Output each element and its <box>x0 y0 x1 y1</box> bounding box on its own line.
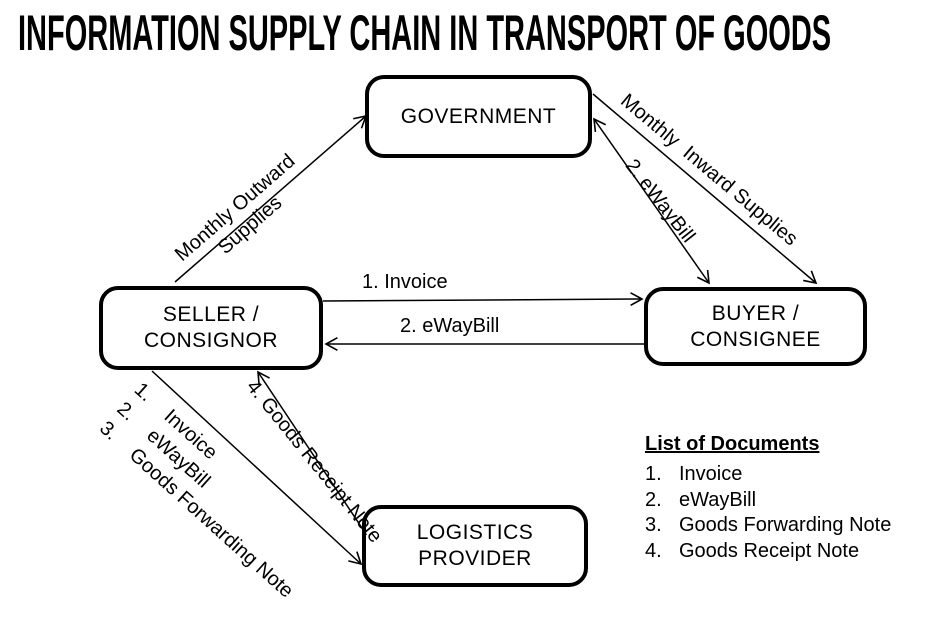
node-government: GOVERNMENT <box>365 75 592 158</box>
list-item-number: 2. <box>645 488 662 511</box>
list-item-number: 4. <box>645 539 662 562</box>
node-government-label: GOVERNMENT <box>400 104 557 128</box>
node-logistics-provider: LOGISTICS PROVIDER <box>362 505 588 587</box>
list-item: 3. Goods Forwarding Note <box>645 513 891 539</box>
list-item: 1. Invoice <box>645 462 891 488</box>
arrow-seller-to-government <box>174 114 368 283</box>
node-seller-consignor: SELLER / CONSIGNOR <box>99 286 323 370</box>
node-seller-label-line2: CONSIGNOR <box>143 329 278 352</box>
document-list: List of Documents 1. Invoice 2. eWayBill 3… <box>645 431 891 564</box>
list-item: 2. eWayBill <box>645 488 891 514</box>
list-item-label: Goods Forwarding Note <box>679 514 892 536</box>
list-item: 4. Goods Receipt Note <box>645 539 891 565</box>
list-item-label: Goods Receipt Note <box>679 539 860 562</box>
edge-label-invoice: 1. Invoice <box>362 271 448 293</box>
arrow-logistics-to-seller <box>257 370 365 532</box>
list-item-label: Invoice <box>679 463 743 485</box>
node-seller-label-line1: SELLER / <box>162 303 260 326</box>
document-list-heading: List of Documents <box>645 433 820 455</box>
arrow-seller-to-buyer-invoice <box>322 292 644 307</box>
list-item-label: eWayBill <box>679 488 757 511</box>
list-item-number: 3. <box>645 514 662 536</box>
arrow-seller-to-logistics <box>151 370 363 566</box>
page-title: INFORMATION SUPPLY CHAIN IN TRANSPORT OF… <box>18 5 832 61</box>
arrow-government-buyer-ewaybill <box>593 117 710 285</box>
node-buyer-consignee: BUYER / CONSIGNEE <box>644 287 867 366</box>
list-item-number: 1. <box>645 463 662 485</box>
node-logistics-label: LOGISTICS PROVIDER <box>416 521 534 570</box>
arrow-government-to-buyer-supplies <box>592 93 818 285</box>
node-buyer-label: BUYER / CONSIGNEE <box>690 301 821 351</box>
edge-label-ewaybill-horizontal: 2. eWayBill <box>400 315 500 337</box>
